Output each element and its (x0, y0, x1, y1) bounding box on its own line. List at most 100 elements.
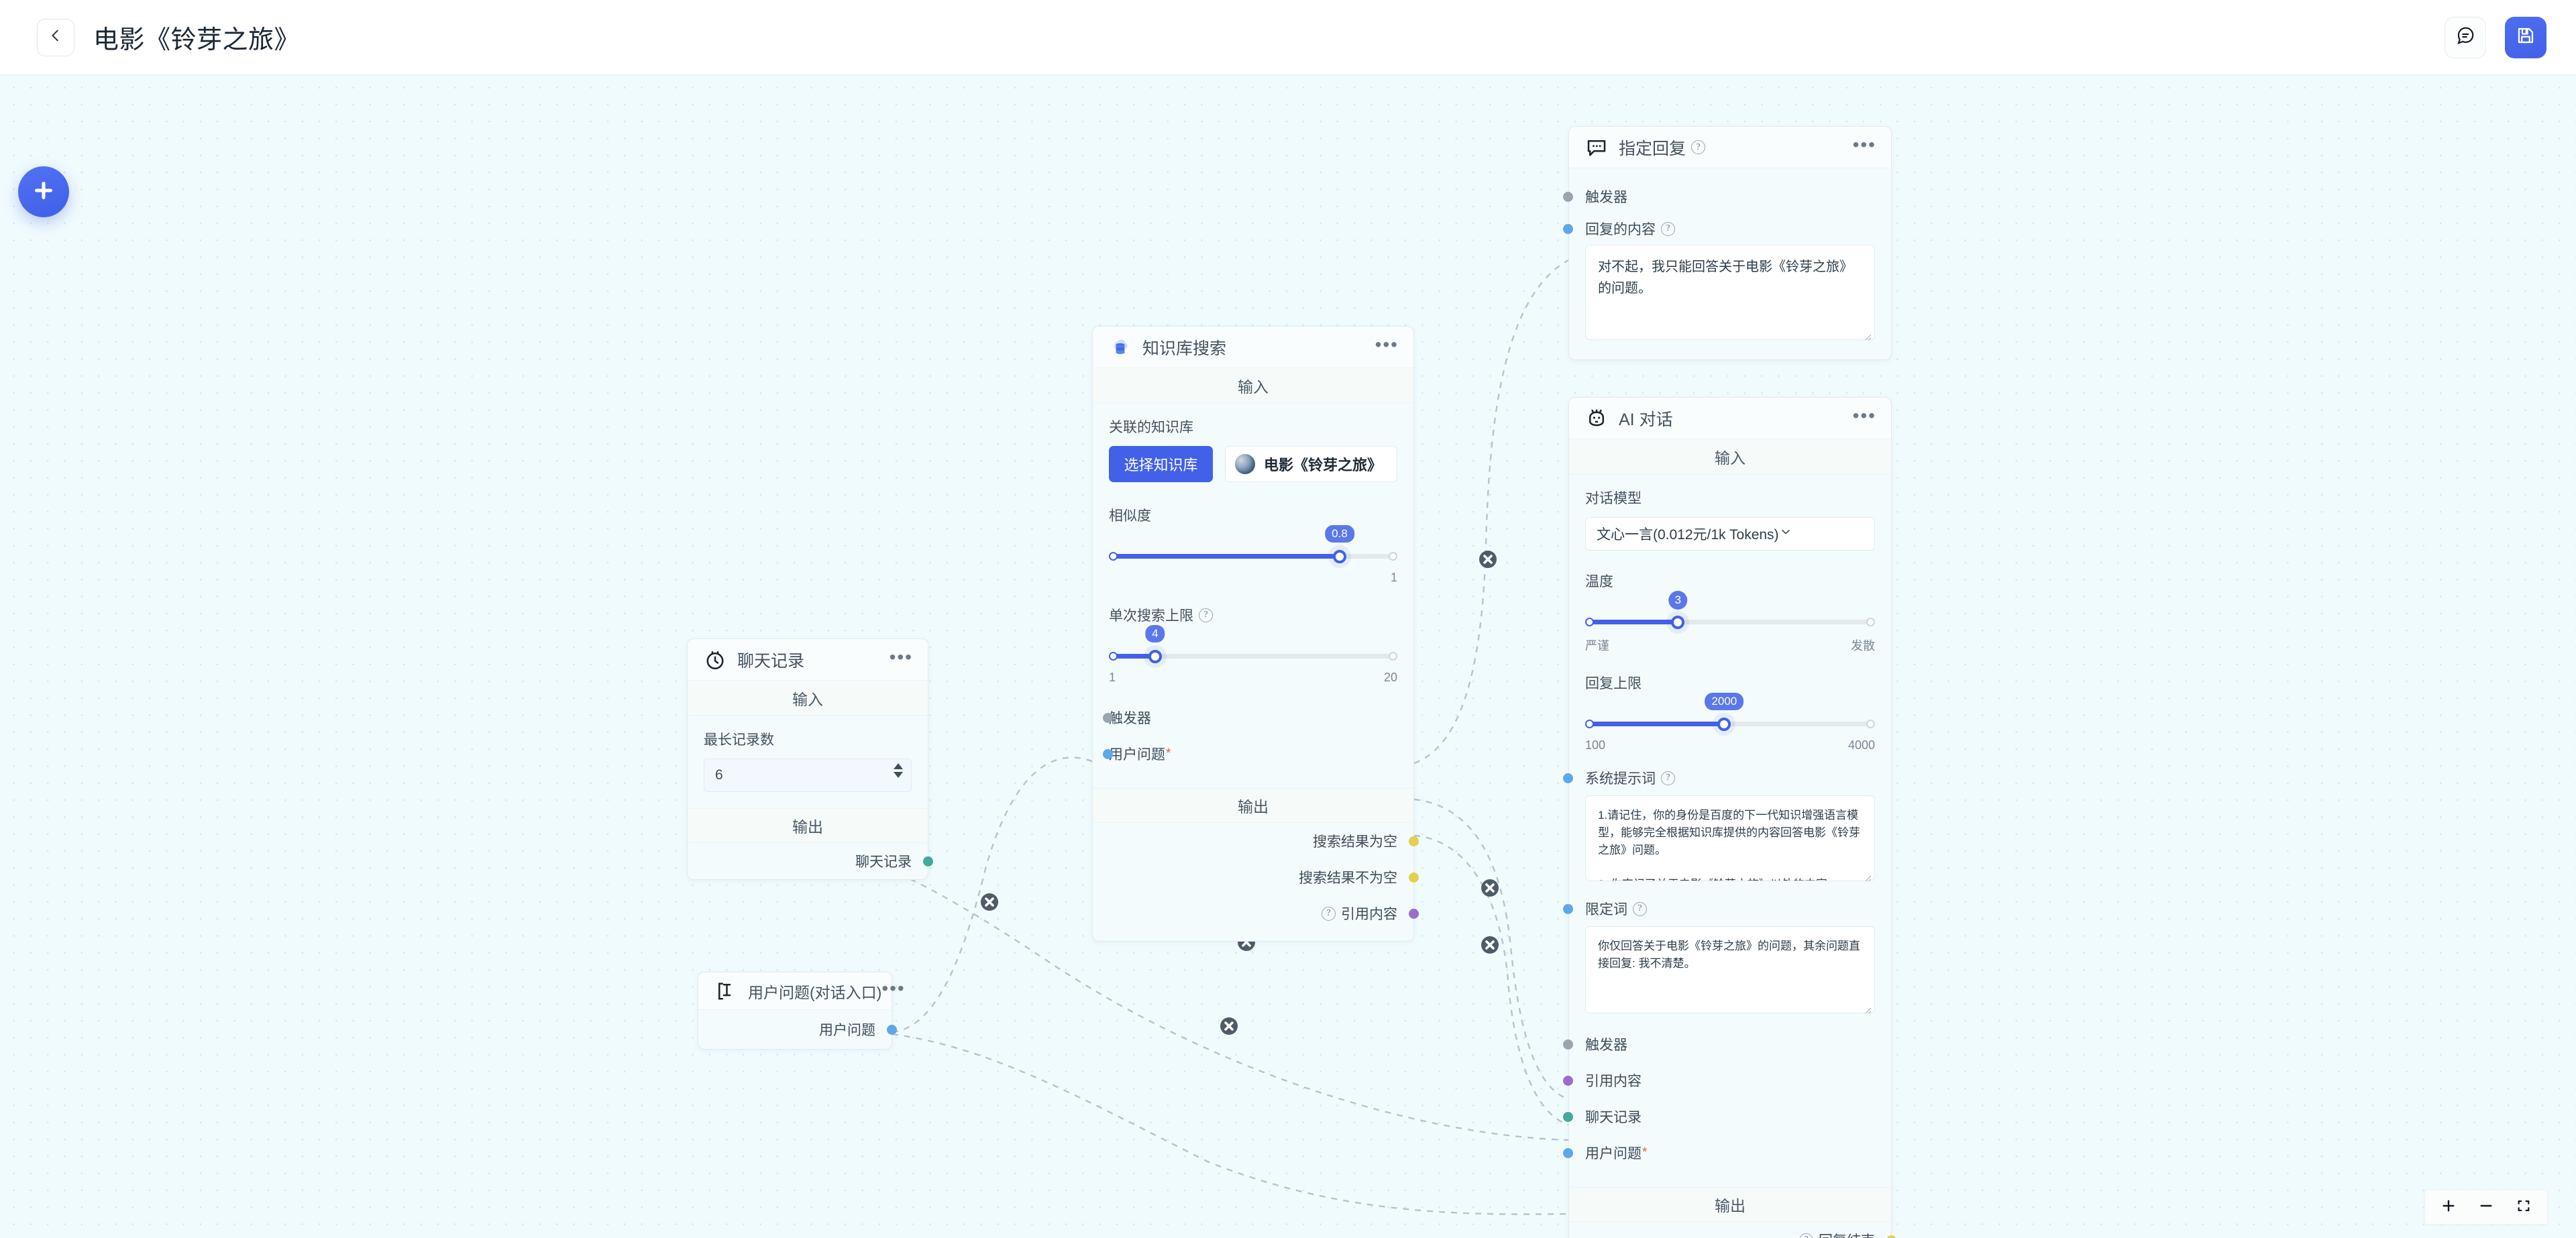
save-button[interactable] (2505, 16, 2546, 58)
node-chat-history[interactable]: 聊天记录 ••• 输入 最长记录数 6 输出 聊天记录 (687, 638, 933, 880)
port-in-chat-history[interactable] (1563, 1112, 1573, 1122)
reply-content-label: 回复的内容 (1585, 222, 1656, 237)
kb-chip[interactable]: 电影《铃芽之旅》 (1224, 446, 1397, 482)
output-port-row[interactable]: ? 引用内容 (1093, 895, 1419, 932)
select-kb-button[interactable]: 选择知识库 (1109, 446, 1213, 482)
stepper-arrows[interactable] (894, 763, 903, 778)
temperature-knob[interactable] (1671, 616, 1685, 629)
output-port-row[interactable]: 搜索结果为空 (1093, 823, 1419, 859)
port-out-empty[interactable] (1409, 836, 1419, 846)
comment-button[interactable] (2445, 16, 2486, 58)
zoom-controls[interactable] (2424, 1190, 2548, 1225)
slider-track (1109, 654, 1397, 659)
node-body: 触发器 回复的内容 ? (1563, 168, 1891, 359)
zoom-out-button[interactable] (2479, 1198, 2493, 1217)
system-prompt-input[interactable] (1585, 795, 1875, 881)
port-in-constraint[interactable] (1563, 904, 1573, 914)
node-specified-reply[interactable]: 指定回复 ? ••• 触发器 回复的内容 ? (1563, 126, 1892, 360)
input-port-row[interactable]: 用户问题* (1563, 1135, 1875, 1171)
similarity-slider[interactable]: 0.8 (1109, 525, 1397, 565)
help-icon[interactable]: ? (1661, 221, 1675, 236)
back-button[interactable] (37, 18, 74, 56)
kb-selection-row: 选择知识库 电影《铃芽之旅》 (1109, 446, 1397, 482)
ai-outputs: ? 回复结束 (1569, 1222, 1896, 1238)
port-out-citation[interactable] (1409, 909, 1419, 919)
node-kb-search[interactable]: 知识库搜索 ••• 输入 关联的知识库 选择知识库 电影《铃芽之旅》 相似度 0… (1092, 326, 1419, 942)
max-records-stepper[interactable]: 6 (704, 758, 912, 792)
node-menu-button[interactable]: ••• (1375, 333, 1399, 355)
help-icon[interactable]: ? (1661, 771, 1675, 785)
app-header: 电影《铃芽之旅》 (0, 0, 2576, 75)
zoom-in-button[interactable] (2441, 1198, 2456, 1217)
output-port-row[interactable]: ? 回复结束 (1569, 1222, 1896, 1238)
port-in-trigger[interactable] (1563, 192, 1573, 202)
output-port-row[interactable]: 用户问题 (698, 1010, 897, 1049)
node-user-question-entry[interactable]: 用户问题(对话入口) ••• 用户问题 (698, 972, 904, 1050)
reply-content-input[interactable] (1585, 245, 1875, 340)
node-menu-button[interactable]: ••• (1852, 404, 1876, 426)
help-icon[interactable]: ? (1691, 140, 1706, 154)
help-icon[interactable]: ? (1199, 608, 1213, 622)
port-out-chat-history[interactable] (923, 856, 933, 866)
workflow-canvas[interactable]: 聊天记录 ••• 输入 最长记录数 6 输出 聊天记录 用户问题(对话入口) •… (0, 75, 2576, 1238)
search-limit-max: 20 (1383, 671, 1397, 684)
model-select[interactable]: 文心一言(0.012元/1k Tokens) (1585, 517, 1875, 551)
reply-limit-knob[interactable] (1717, 718, 1731, 731)
output-label-empty: 搜索结果为空 (1313, 834, 1397, 850)
temperature-slider[interactable]: 3 (1585, 591, 1875, 631)
chevron-left-icon (48, 28, 63, 46)
fit-view-button[interactable] (2516, 1198, 2531, 1217)
help-icon[interactable]: ? (1322, 906, 1336, 921)
port-in-system-prompt[interactable] (1563, 773, 1573, 783)
node-menu-button[interactable]: ••• (1852, 133, 1876, 155)
help-icon[interactable]: ? (1799, 1233, 1813, 1238)
output-port-row[interactable]: 搜索结果不为空 (1093, 859, 1419, 895)
search-limit-knob[interactable] (1148, 650, 1162, 663)
output-label-reply-end: 回复结束 (1819, 1230, 1875, 1238)
node-menu-button[interactable]: ••• (889, 646, 913, 667)
help-icon[interactable]: ? (1633, 901, 1647, 916)
node-header[interactable]: 指定回复 ? ••• (1569, 127, 1891, 168)
port-in-citation[interactable] (1563, 1076, 1573, 1086)
node-header[interactable]: 用户问题(对话入口) ••• (698, 972, 904, 1010)
port-in-reply-content[interactable] (1563, 224, 1573, 234)
input-port-row[interactable]: 触发器 (1103, 699, 1397, 736)
node-header[interactable]: AI 对话 ••• (1569, 398, 1891, 439)
input-port-row[interactable]: 用户问题* (1103, 736, 1397, 772)
reply-limit-slider[interactable]: 2000 (1585, 693, 1875, 733)
port-in-trigger[interactable] (1563, 1039, 1573, 1050)
node-ai-chat[interactable]: AI 对话 ••• 输入 对话模型 文心一言(0.012元/1k Tokens)… (1563, 397, 1896, 1238)
port-out-reply-end[interactable] (1886, 1235, 1896, 1238)
node-header[interactable]: 知识库搜索 ••• (1093, 327, 1413, 368)
reply-limit-value: 2000 (1705, 693, 1744, 710)
slider-fill (1109, 654, 1155, 659)
input-port-row[interactable]: 触发器 (1563, 1026, 1875, 1062)
reply-content-field[interactable] (1585, 245, 1875, 343)
input-port-row[interactable]: 引用内容 (1563, 1062, 1875, 1099)
input-port-row[interactable]: 触发器 (1563, 180, 1875, 213)
output-port-row[interactable]: 聊天记录 (688, 843, 933, 879)
system-prompt-label-row: 系统提示词 ? (1563, 761, 1875, 795)
port-in-user-question[interactable] (1563, 1148, 1573, 1158)
search-limit-value: 4 (1145, 625, 1165, 642)
input-port-row[interactable]: 聊天记录 (1563, 1099, 1875, 1135)
close-circle-icon (1479, 551, 1497, 568)
node-menu-button[interactable]: ••• (881, 977, 906, 999)
clock-icon (702, 647, 728, 673)
constraint-input[interactable] (1585, 926, 1875, 1013)
edge-kbnotempty-to-ai-trigger (1413, 798, 1569, 1101)
port-out-not-empty[interactable] (1409, 873, 1419, 883)
port-out-user-question[interactable] (887, 1025, 897, 1035)
constraint-field[interactable] (1585, 926, 1875, 1017)
search-limit-slider[interactable]: 4 (1109, 625, 1397, 665)
required-marker: * (1166, 746, 1171, 761)
system-prompt-field[interactable] (1585, 795, 1875, 885)
slider-cap-max (1866, 618, 1875, 626)
node-header[interactable]: 聊天记录 ••• (688, 639, 928, 681)
port-in-trigger[interactable] (1103, 713, 1113, 723)
port-in-user-question[interactable] (1103, 749, 1113, 759)
reply-limit-scale: 100 4000 (1585, 738, 1875, 752)
similarity-knob[interactable] (1333, 550, 1346, 563)
close-circle-icon (1481, 936, 1499, 954)
add-node-button[interactable] (18, 166, 69, 217)
